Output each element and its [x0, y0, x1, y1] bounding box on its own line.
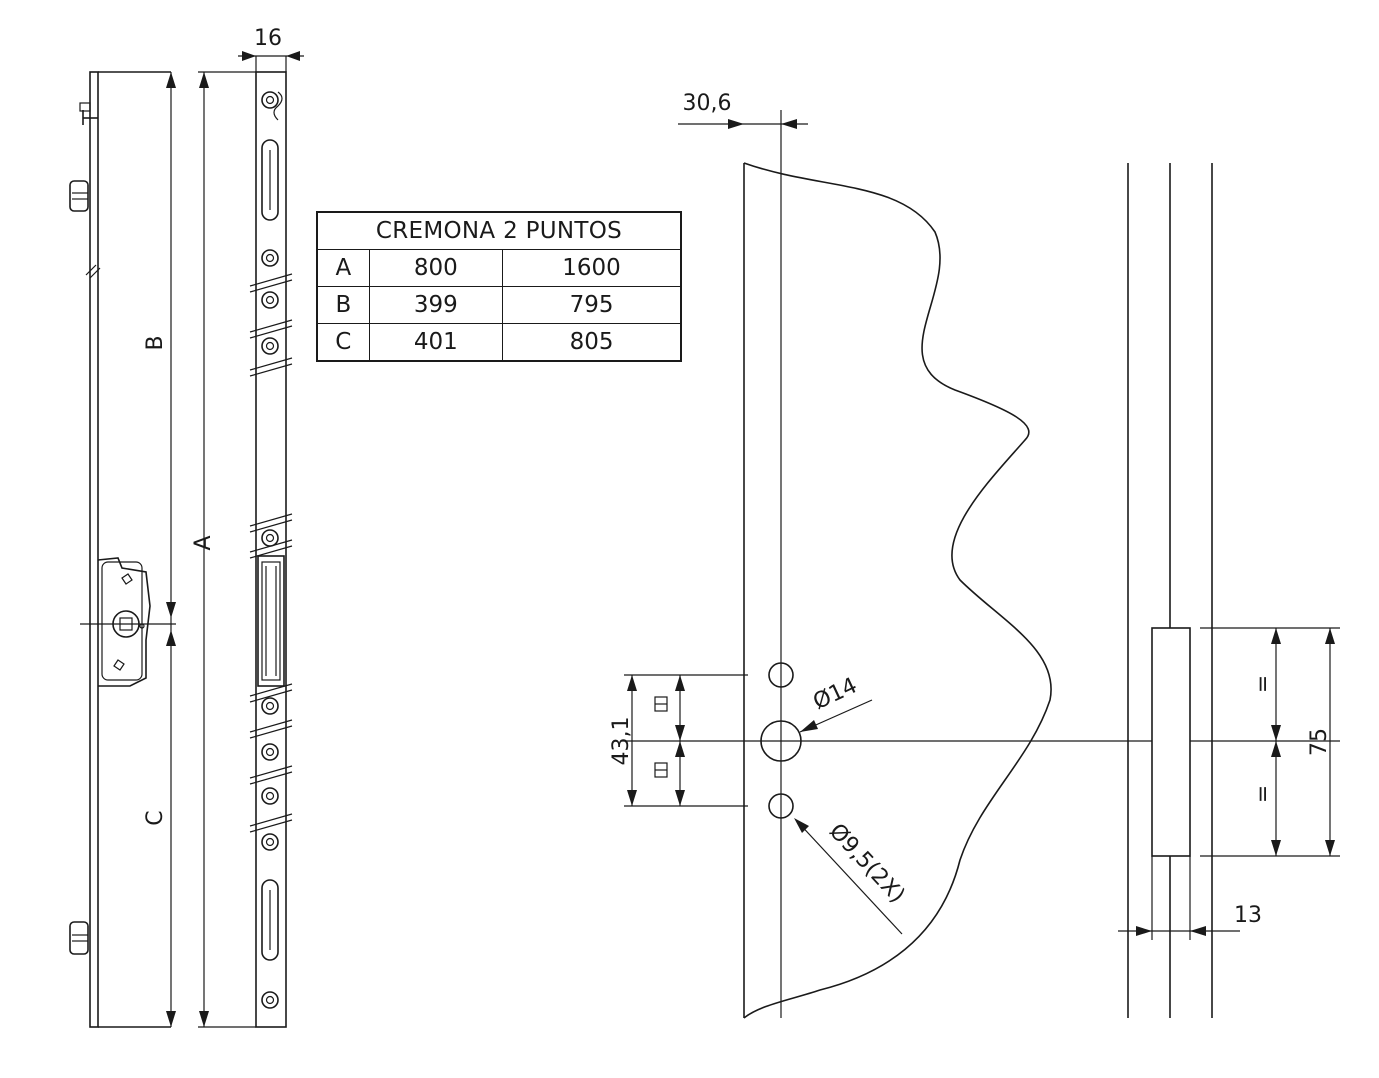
- dimension-43-1-label: 43,1: [609, 717, 634, 766]
- table-row: A 800 1600: [316, 249, 682, 287]
- break-mark: [249, 545, 293, 559]
- equal-bottom-label: =: [1251, 785, 1276, 803]
- row-label: C: [316, 323, 370, 362]
- screw-hole-center: [265, 253, 275, 263]
- screw-hole: [261, 337, 279, 355]
- screw-hole-center: [265, 533, 275, 543]
- screw-hole: [261, 91, 279, 109]
- table-title-row: CREMONA 2 PUNTOS: [316, 211, 682, 250]
- row-label: A: [316, 249, 370, 287]
- hole-leaders: [794, 699, 903, 935]
- table-row: C 401 805: [316, 323, 682, 362]
- break-mark: [249, 279, 293, 293]
- dimension-a: [198, 71, 256, 1028]
- break-mark: [249, 719, 293, 733]
- break-mark: [249, 325, 293, 339]
- break-mark: [249, 319, 293, 333]
- dimension-16: [238, 51, 304, 61]
- screw-hole-center: [265, 95, 275, 105]
- screw-hole-center: [265, 701, 275, 711]
- break-mark: [249, 363, 293, 377]
- break-mark: [249, 765, 293, 779]
- break-mark: [249, 357, 293, 371]
- screw-hole: [261, 787, 279, 805]
- dimension-30-6-label: 30,6: [683, 91, 732, 116]
- row-value: 399: [368, 286, 504, 324]
- screw-hole-center: [265, 791, 275, 801]
- dimension-a-label: A: [191, 535, 216, 550]
- table-title: CREMONA 2 PUNTOS: [316, 211, 682, 250]
- screw-hole-center: [265, 747, 275, 757]
- screw-hole: [261, 743, 279, 761]
- screw-hole: [261, 991, 279, 1009]
- screw-hole: [261, 249, 279, 267]
- frame-rail: [1127, 163, 1340, 1018]
- break-mark: [249, 683, 293, 697]
- break-mark: [249, 519, 293, 533]
- row-value: 401: [368, 323, 504, 362]
- screw-hole-center: [265, 295, 275, 305]
- break-mark: [249, 771, 293, 785]
- espagnolette-front-view: [249, 56, 293, 1028]
- screw-hole: [261, 291, 279, 309]
- break-mark: [249, 273, 293, 287]
- row-value: 800: [368, 249, 504, 287]
- row-value: 1600: [502, 249, 682, 287]
- screw-hole: [261, 833, 279, 851]
- dimension-b-c: [166, 72, 176, 1027]
- break-mark: [249, 725, 293, 739]
- break-mark: [249, 513, 293, 527]
- spec-table: CREMONA 2 PUNTOS A 800 1600 B 399 795 C …: [316, 211, 682, 362]
- row-label: B: [316, 286, 370, 324]
- dimension-equal: [1271, 628, 1281, 856]
- dimension-13: [1118, 926, 1240, 936]
- screw-hole-center: [265, 837, 275, 847]
- profile-detail: [622, 110, 1340, 1019]
- dimension-75-label: 75: [1307, 728, 1332, 756]
- equal-top-label: =: [1251, 675, 1276, 693]
- screw-hole: [261, 529, 279, 547]
- dimension-b-label: B: [143, 335, 168, 350]
- table-row: B 399 795: [316, 286, 682, 324]
- dimension-13-label: 13: [1234, 903, 1262, 928]
- dimension-c-label: C: [143, 810, 168, 825]
- break-mark: [249, 689, 293, 703]
- break-mark: [249, 813, 293, 827]
- screw-hole-center: [265, 341, 275, 351]
- break-mark: [249, 819, 293, 833]
- dimension-43-1: [627, 675, 685, 806]
- row-value: 805: [502, 323, 682, 362]
- dimension-16-label: 16: [254, 26, 282, 51]
- row-value: 795: [502, 286, 682, 324]
- screw-hole: [261, 697, 279, 715]
- espagnolette-side-view: [69, 71, 176, 1028]
- screw-hole-center: [265, 995, 275, 1005]
- break-mark: [249, 539, 293, 553]
- dimension-75: [1325, 628, 1335, 856]
- dimension-30-6: [678, 119, 808, 129]
